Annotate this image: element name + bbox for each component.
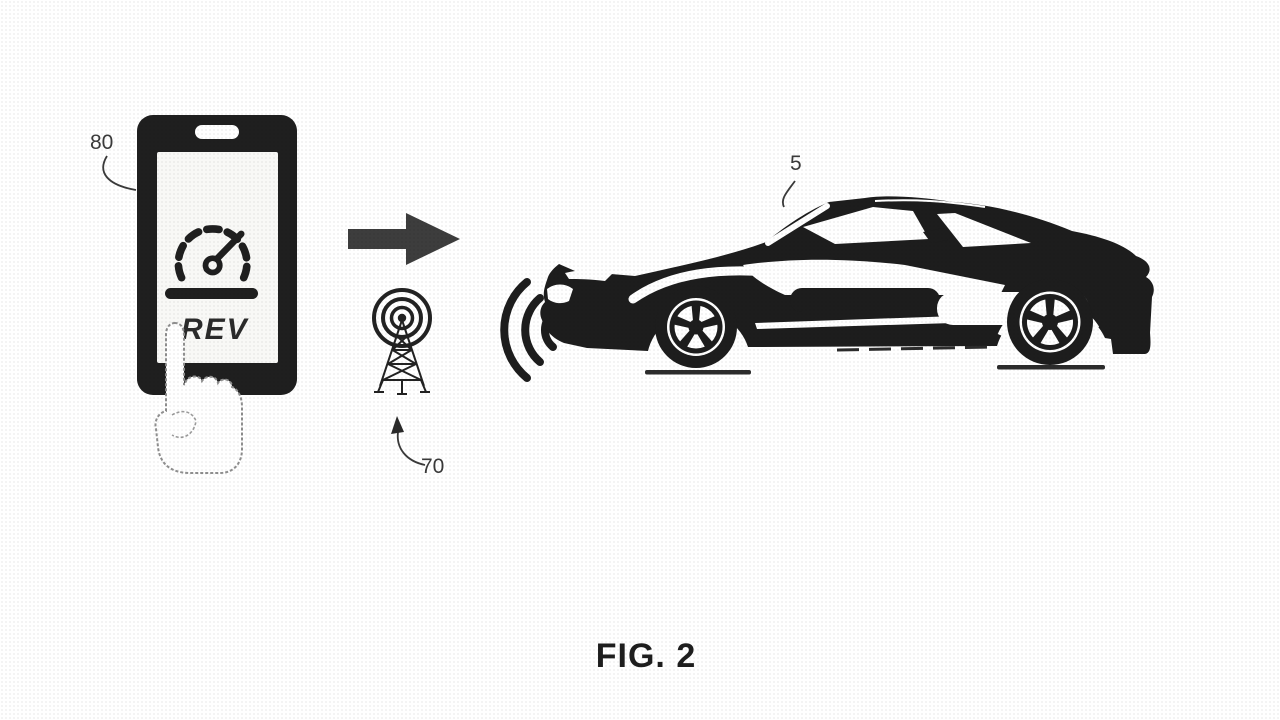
reference-label-5: 5 — [790, 152, 802, 175]
touch-hand-icon — [154, 321, 243, 474]
roof-seam — [874, 199, 986, 208]
rear-wheel — [1007, 279, 1093, 365]
headlight — [547, 284, 573, 304]
side-window-front — [803, 207, 929, 244]
speedometer-gauge-icon — [174, 225, 251, 282]
leader-line-80 — [102, 155, 137, 191]
right-arrow-icon — [348, 213, 460, 265]
hood-highlight — [565, 270, 613, 281]
smartphone-illustration: REV — [137, 115, 297, 395]
reference-label-70: 70 — [421, 455, 445, 478]
radio-tower-icon — [372, 288, 432, 395]
figure-caption: FIG. 2 — [595, 637, 697, 675]
front-wheel — [655, 286, 737, 368]
door-highlight — [743, 259, 1005, 295]
rocker-shadow — [836, 345, 992, 352]
side-mirror — [923, 228, 948, 243]
side-window-rear — [937, 213, 1031, 247]
reference-label-80: 80 — [90, 131, 114, 154]
phone-speaker — [195, 125, 239, 139]
rev-app-label: REV — [181, 313, 249, 346]
windshield-highlight — [765, 203, 830, 246]
phone-screen: REV — [157, 152, 278, 363]
vehicle-illustration — [500, 196, 1154, 382]
leader-arrowhead-70 — [391, 416, 404, 434]
side-stripe — [790, 288, 940, 312]
ground-shadow — [645, 365, 1105, 375]
screen-divider-bar — [165, 288, 258, 299]
lower-door-highlight — [755, 315, 985, 329]
